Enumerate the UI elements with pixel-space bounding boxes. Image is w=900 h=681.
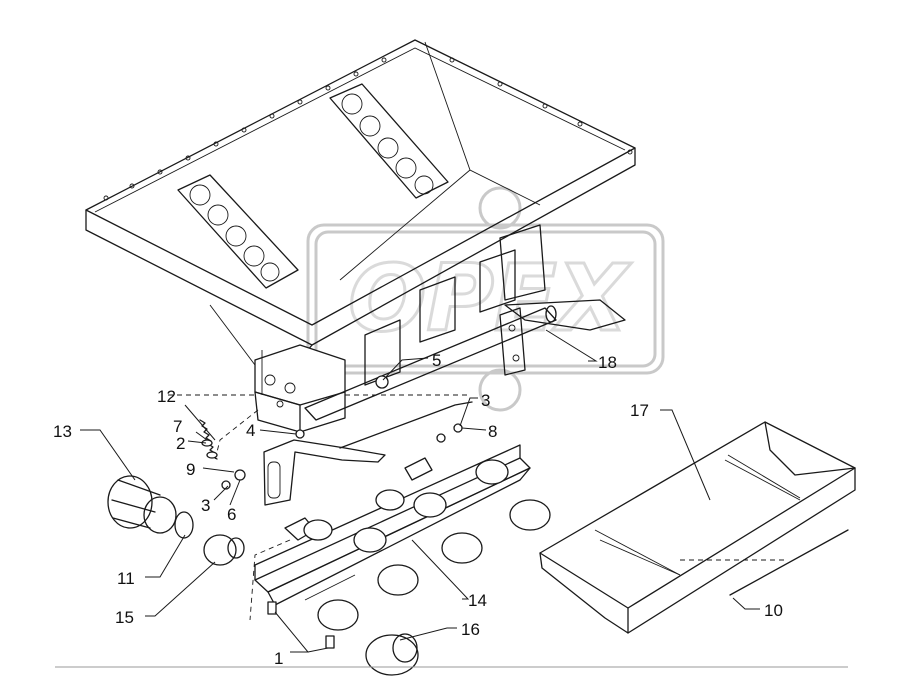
callout-10: 10: [764, 601, 783, 620]
callout-leaders: [80, 329, 760, 653]
callout-2: 2: [176, 434, 185, 453]
watermark: OPEX: [306, 186, 665, 412]
distributor-tray: [254, 444, 551, 631]
small-hardware: [107, 375, 463, 676]
callout-16: 16: [461, 620, 480, 639]
assembly-dashed-lines: [168, 394, 785, 621]
hopper-strip-right: [329, 83, 449, 199]
callout-15: 15: [115, 608, 134, 627]
callout-3a: 3: [201, 496, 210, 515]
callout-4: 4: [246, 421, 255, 440]
shaft-assembly: [304, 299, 626, 421]
callout-1: 1: [274, 649, 283, 668]
callout-5: 5: [432, 351, 441, 370]
callout-17: 17: [630, 401, 649, 420]
callout-8: 8: [488, 422, 497, 441]
callout-9: 9: [186, 460, 195, 479]
hopper-rim-holes: [103, 57, 633, 201]
callout-12: 12: [157, 387, 176, 406]
callout-6: 6: [227, 505, 236, 524]
watermark-text: OPEX: [348, 245, 631, 352]
callout-3b: 3: [481, 391, 490, 410]
callout-7: 7: [173, 417, 182, 436]
collecting-pan: [539, 421, 856, 634]
callout-18: 18: [598, 353, 617, 372]
callout-11: 11: [117, 569, 135, 588]
hopper-strip-left: [177, 174, 299, 289]
nozzles: [303, 459, 551, 631]
callout-14: 14: [468, 591, 487, 610]
hopper: [85, 39, 636, 433]
callout-labels: 1 2 3 3 4 5 6 7 8 9 10 11 12 13 14 15 16…: [53, 351, 783, 668]
callout-13: 13: [53, 422, 72, 441]
lever-arm: [263, 401, 473, 506]
